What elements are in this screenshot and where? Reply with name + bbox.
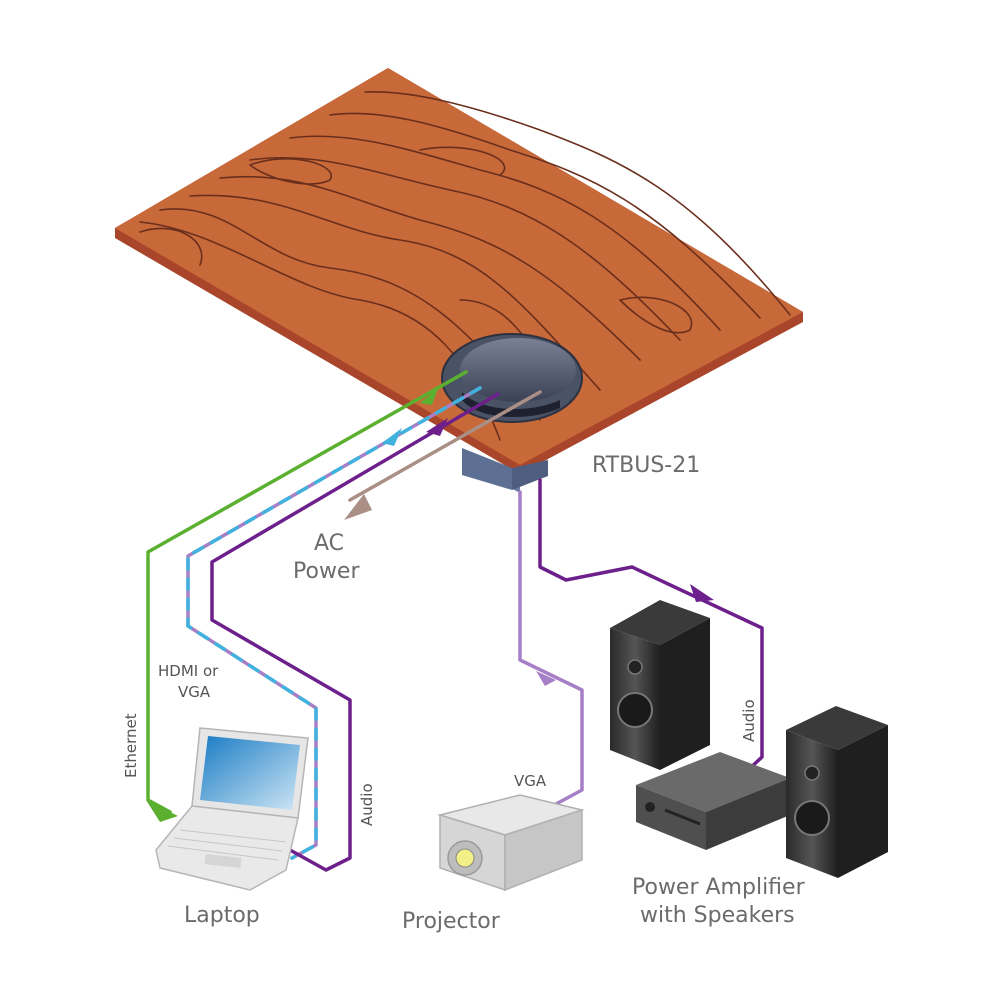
- audio-amp-arrow-icon: [690, 584, 714, 602]
- socket-icon: [441, 333, 583, 423]
- hdmi-vga-label-2: VGA: [178, 683, 211, 701]
- speaker-icon: [610, 600, 710, 770]
- audio-arrow-icon: [426, 418, 448, 436]
- audio-laptop-label: Audio: [358, 783, 376, 826]
- audio-laptop-cable: [210, 392, 500, 872]
- vga-cable: [518, 490, 584, 812]
- hdmi-vga-label-1: HDMI or: [158, 662, 219, 680]
- ac-power-label-1: AC: [314, 531, 344, 556]
- amplifier-label-2: with Speakers: [640, 903, 795, 928]
- ethernet-arrow-icon: [420, 388, 438, 405]
- laptop-icon: [155, 727, 309, 891]
- projector-icon: [437, 794, 585, 892]
- amplifier-label-1: Power Amplifier: [632, 875, 806, 900]
- vga-arrow-icon: [536, 671, 556, 686]
- ethernet-arrow-laptop-icon: [146, 800, 178, 822]
- hdmi-arrow-icon: [382, 428, 402, 446]
- wood-grain: [139, 91, 791, 441]
- rtbus-box: [462, 448, 548, 493]
- ac-power-arrow-icon: [344, 494, 372, 520]
- device-name-label: RTBUS-21: [592, 453, 700, 478]
- laptop-label: Laptop: [184, 903, 260, 928]
- ethernet-label: Ethernet: [122, 713, 140, 778]
- audio-amp-cable: [538, 478, 764, 772]
- projector-label: Projector: [402, 909, 501, 934]
- ac-power-label-2: Power: [293, 559, 360, 584]
- amplifier-icon: [636, 752, 790, 850]
- vga-projector-label: VGA: [514, 772, 547, 790]
- speaker-icon: [786, 706, 888, 878]
- ac-power-cable: [348, 390, 542, 502]
- table-icon: [115, 68, 803, 474]
- audio-amp-label: Audio: [740, 699, 758, 742]
- ethernet-cable: [146, 370, 468, 814]
